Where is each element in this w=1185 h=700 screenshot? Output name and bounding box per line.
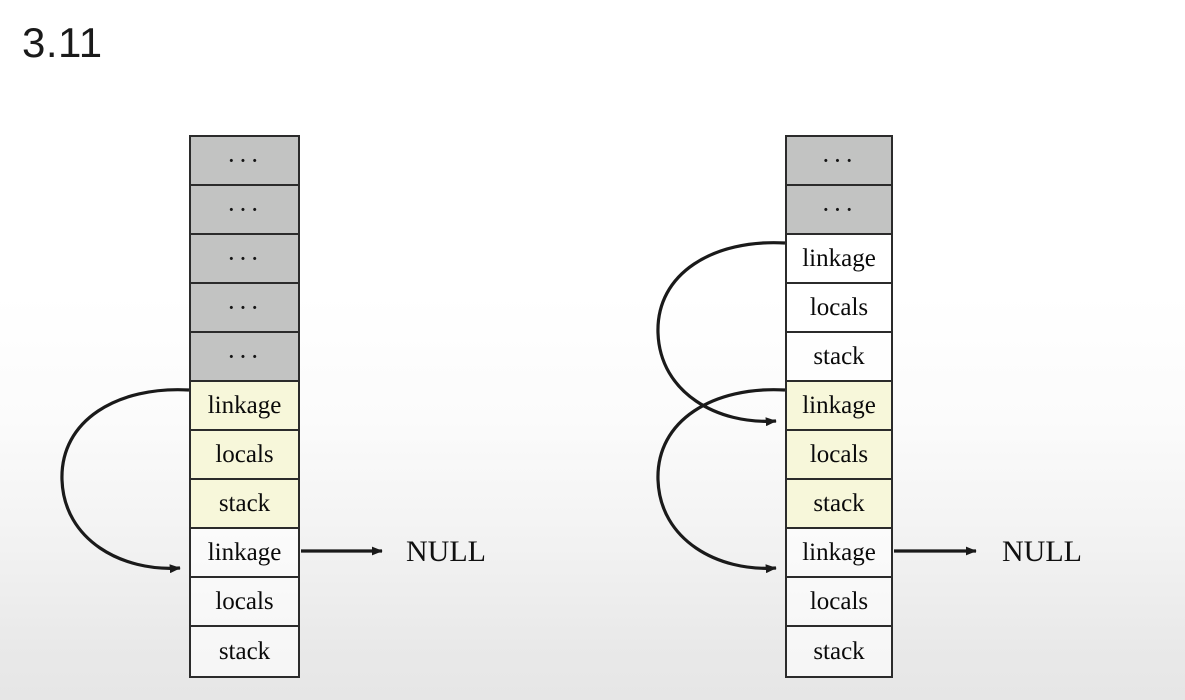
left-stack: ··· ··· ··· ··· ··· linkage locals stack… — [189, 135, 300, 678]
right-stack-cell-linkage-middle: linkage — [787, 382, 891, 431]
slide-title: 3.11 — [22, 19, 103, 66]
right-linkage-backlink-arrow-upper — [656, 241, 786, 427]
left-stack-cell-locals-lower: locals — [191, 578, 298, 627]
right-stack-cell-locals-top: locals — [787, 284, 891, 333]
right-stack-cell-stack-bottom: stack — [787, 627, 891, 676]
left-stack-cell-3: ··· — [191, 284, 298, 333]
right-stack-cell-stack-top: stack — [787, 333, 891, 382]
left-stack-cell-locals-upper: locals — [191, 431, 298, 480]
left-stack-cell-stack-lower: stack — [191, 627, 298, 676]
right-stack-cell-0: ··· — [787, 137, 891, 186]
left-stack-cell-stack-upper: stack — [191, 480, 298, 529]
left-null-label: NULL — [406, 535, 486, 568]
right-stack: ··· ··· linkage locals stack linkage loc… — [785, 135, 893, 678]
right-stack-cell-stack-middle: stack — [787, 480, 891, 529]
left-stack-cell-4: ··· — [191, 333, 298, 382]
right-stack-cell-1: ··· — [787, 186, 891, 235]
left-stack-cell-0: ··· — [191, 137, 298, 186]
left-linkage-backlink-arrow — [60, 388, 190, 574]
left-stack-cell-linkage-lower: linkage — [191, 529, 298, 578]
right-stack-cell-linkage-top: linkage — [787, 235, 891, 284]
right-null-label: NULL — [1002, 535, 1082, 568]
right-linkage-backlink-arrow-lower — [656, 388, 786, 574]
right-stack-cell-locals-bottom: locals — [787, 578, 891, 627]
left-stack-cell-1: ··· — [191, 186, 298, 235]
right-stack-cell-linkage-bottom: linkage — [787, 529, 891, 578]
left-stack-cell-linkage-upper: linkage — [191, 382, 298, 431]
left-stack-cell-2: ··· — [191, 235, 298, 284]
right-stack-cell-locals-middle: locals — [787, 431, 891, 480]
